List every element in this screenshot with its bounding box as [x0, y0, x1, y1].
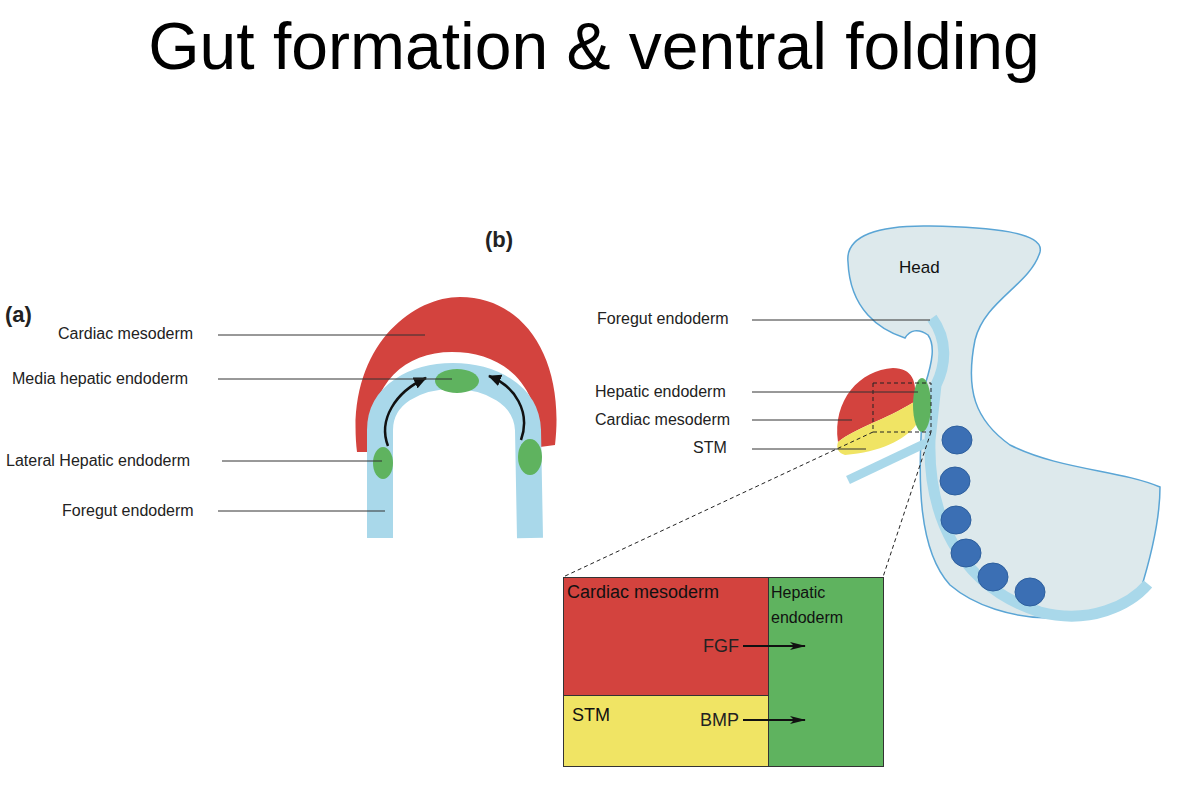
structure-label: Foregut endoderm [62, 502, 194, 520]
edge-layer [743, 646, 805, 720]
somite [940, 467, 970, 495]
leader-line [752, 449, 866, 450]
node-text: Hepatic endoderm [771, 580, 877, 630]
zoom-line [563, 432, 873, 577]
structure-label: Foregut endoderm [597, 310, 729, 328]
structure-label: STM [693, 439, 727, 457]
zoom-line [883, 432, 931, 577]
structure-label: Lateral Hepatic endoderm [6, 452, 190, 470]
embryo-shape: Head [830, 222, 1170, 632]
migration-arrow [489, 376, 524, 440]
cardiac-mesoderm-blob [837, 368, 915, 442]
tissue-box: STM [563, 695, 769, 767]
leader-line [752, 320, 930, 321]
somite [942, 426, 972, 454]
somite [978, 563, 1008, 591]
structure-label: Hepatic endoderm [595, 383, 726, 401]
somite [941, 506, 971, 534]
foregut-tube [930, 318, 1148, 616]
node-text: Head [899, 258, 940, 278]
leader-line [218, 379, 452, 380]
lateral-hepatic-oval [518, 439, 542, 475]
stm-blob [837, 402, 916, 455]
structure-label: Cardiac mesoderm [595, 411, 730, 429]
foregut-tube [380, 376, 530, 538]
panel-label: (a) [5, 303, 32, 327]
leader-line [222, 461, 382, 462]
tissue-box: Hepatic endoderm [768, 577, 884, 767]
ventral-endoderm-strip [848, 443, 926, 480]
structure-label: Cardiac mesoderm [58, 325, 193, 343]
signal-arrow [743, 645, 805, 647]
node-text: STM [572, 704, 610, 726]
panel-label: (b) [485, 228, 513, 252]
hepatic-endoderm-blob [913, 378, 931, 432]
leader-line [752, 420, 852, 421]
title-text: Gut formation & ventral folding [0, 6, 1188, 86]
migration-arrow [385, 378, 426, 446]
node-text: Cardiac mesoderm [567, 581, 719, 603]
zoom-box [873, 383, 931, 432]
medial-hepatic-oval [435, 369, 479, 393]
signal-arrow [743, 719, 805, 721]
leader-line [752, 392, 918, 393]
embryo-svg [830, 222, 1170, 632]
lateral-hepatic-oval [373, 447, 393, 479]
tissue-box: Cardiac mesoderm [563, 577, 769, 696]
leader-line [218, 511, 385, 512]
somite [1015, 578, 1045, 606]
structure-label: Media hepatic endoderm [12, 370, 188, 388]
leader-line [218, 335, 425, 336]
somite [951, 539, 981, 567]
embryo-outline [848, 226, 1160, 618]
